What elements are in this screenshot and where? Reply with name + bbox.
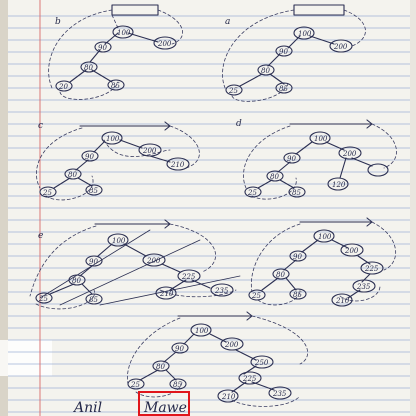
node-25-label: 25: [130, 381, 140, 389]
panel-3-label: c: [38, 121, 43, 131]
node-25-label: 25: [251, 292, 261, 300]
tree-panel-7: 100 90 200 80 250 225 25 85 210 235: [127, 311, 308, 407]
node-225-label: 225: [242, 375, 257, 383]
node-20-label: 20: [58, 83, 68, 91]
panel-5-label: e: [38, 231, 43, 241]
node-235-label: 235: [214, 287, 229, 295]
node-25-label: 25: [42, 189, 52, 197]
node-200-label: 200: [342, 150, 357, 158]
node-85-label: 85: [279, 85, 288, 93]
node-25-label: 25: [38, 295, 48, 303]
node-200: [153, 36, 177, 50]
tree-panel-5: e 100 90 200 80 225 25 85 210 235: [29, 219, 241, 310]
node-25-label: 25: [247, 189, 257, 197]
node-25-label: 25: [228, 87, 238, 95]
tree-panel-2: a 100 90 200 80 25 85: [222, 4, 366, 102]
node-225-label: 225: [364, 265, 379, 273]
node-90-label: 90: [98, 44, 107, 52]
signature-right: Mawe: [143, 400, 187, 416]
node-80-label: 80: [276, 271, 285, 279]
node-200-label: 200: [344, 247, 359, 255]
node-100-label: 100: [195, 327, 209, 335]
tree-panel-4: d 100 90 200 80 25 85 120: [236, 119, 397, 200]
panel-2-label: a: [225, 17, 230, 27]
node-235-label: 235: [272, 390, 287, 398]
node-200-label: 200: [224, 341, 239, 349]
node-100-label: 100: [314, 135, 328, 143]
node-210-label: 210: [221, 393, 236, 401]
tree-panel-1: b 100 90 200 80 20 85: [48, 4, 183, 100]
node-100-label: 100: [106, 135, 120, 143]
node-210-label: 210: [170, 161, 185, 169]
node-210-label: 210: [335, 297, 350, 305]
node-100: [112, 25, 134, 39]
panel-1-label: b: [55, 17, 61, 27]
node-85-label: 85: [89, 296, 98, 304]
node-200-label: 200: [146, 257, 161, 265]
node-235-label: 235: [356, 283, 371, 291]
binding-edge: [0, 0, 8, 416]
node-80-label: 80: [156, 363, 165, 371]
node-90-label: 90: [85, 153, 94, 161]
paper-glare: [0, 340, 52, 376]
node-90-label: 90: [293, 253, 302, 261]
node-100-label: 100: [112, 237, 126, 245]
node-80-label: 80: [84, 64, 93, 72]
node-250-label: 250: [254, 359, 269, 367]
tree-panel-3: c 100 90 200 80 25 85 210: [36, 121, 200, 201]
tree-panel-6: 100 90 200 80 225 25 85 210 235: [248, 217, 397, 307]
node-100-label: 100: [298, 30, 312, 38]
node-225-label: 225: [181, 273, 196, 281]
node-200-label: 200: [333, 43, 348, 51]
node-80-label: 80: [270, 173, 279, 181]
node-100-label: 100: [117, 29, 131, 37]
panel-4-label: d: [236, 119, 242, 129]
node-85-label: 85: [292, 189, 301, 197]
node-120-label: 120: [332, 181, 346, 189]
node-200-label: 200: [157, 40, 172, 48]
node-85-label: 85: [89, 187, 98, 195]
node-100-label: 100: [318, 233, 332, 241]
node-80-label: 80: [261, 67, 270, 75]
node-90-label: 90: [279, 48, 288, 56]
node-85: [107, 79, 125, 91]
node-90-label: 90: [287, 155, 296, 163]
signature-left: Anil: [72, 400, 102, 416]
node-80: [80, 61, 98, 73]
node-85-label: 85: [111, 82, 120, 90]
node-80-label: 80: [68, 171, 77, 179]
node-85-label: 85: [173, 381, 182, 389]
node-200-label: 200: [142, 147, 157, 155]
node-90-label: 90: [89, 258, 98, 266]
node-210-label: 210: [159, 290, 174, 298]
node-80-label: 80: [72, 277, 81, 285]
node-90: [94, 41, 112, 53]
node-90-label: 90: [175, 345, 184, 353]
node-20: [55, 80, 73, 92]
node-85-label: 85: [293, 291, 302, 299]
highlight-box: [138, 391, 190, 416]
